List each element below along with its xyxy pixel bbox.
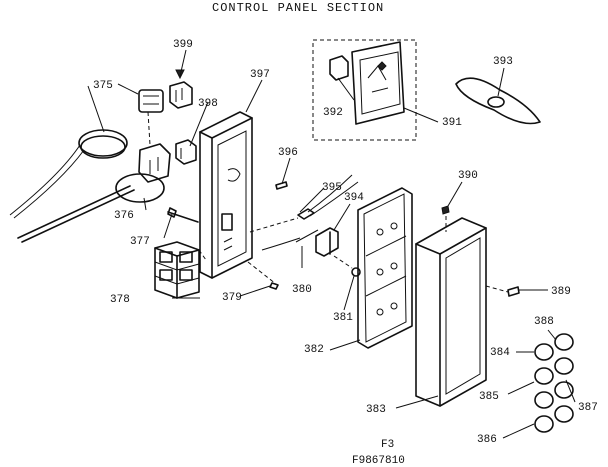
label-379: 379: [222, 292, 242, 304]
diagram-title: CONTROL PANEL SECTION: [212, 1, 384, 15]
label-395: 395: [322, 182, 342, 194]
control-panel-frame: [199, 111, 253, 279]
label-380: 380: [292, 284, 312, 296]
label-392: 392: [323, 107, 343, 119]
label-384: 384: [490, 347, 510, 359]
label-381: 381: [333, 312, 353, 324]
label-391: 391: [442, 117, 462, 129]
label-378: 378: [110, 294, 130, 306]
knobs: [534, 333, 574, 433]
label-390: 390: [458, 170, 478, 182]
part-labels: 375 376 377 378 379 380 381 382 383 384 …: [93, 39, 598, 446]
label-389: 389: [551, 286, 571, 298]
thermostat-assembly: [9, 89, 171, 243]
label-393: 393: [493, 56, 513, 68]
label-399: 399: [173, 39, 193, 51]
label-382: 382: [304, 344, 324, 356]
label-385: 385: [479, 391, 499, 403]
label-388: 388: [534, 316, 554, 328]
label-377: 377: [130, 236, 150, 248]
sensor-part: [167, 207, 199, 223]
bezel-frame: [415, 205, 520, 407]
footer-code-f3: F3: [381, 439, 394, 451]
label-386: 386: [477, 434, 497, 446]
label-383: 383: [366, 404, 386, 416]
wire-loop: [455, 77, 541, 125]
leader-lines: [87, 49, 576, 439]
panel-plate: [357, 187, 413, 349]
label-375: 375: [93, 80, 113, 92]
label-387: 387: [578, 402, 598, 414]
label-376: 376: [114, 210, 134, 222]
inset-detail: [312, 39, 417, 141]
label-396: 396: [278, 147, 298, 159]
label-397: 397: [250, 69, 270, 81]
switch-block: [154, 241, 207, 299]
footer-code-f9867810: F9867810: [352, 455, 405, 467]
label-394: 394: [344, 192, 364, 204]
label-398: 398: [198, 98, 218, 110]
small-hardware: [247, 174, 361, 290]
switch-parts: [169, 69, 197, 165]
